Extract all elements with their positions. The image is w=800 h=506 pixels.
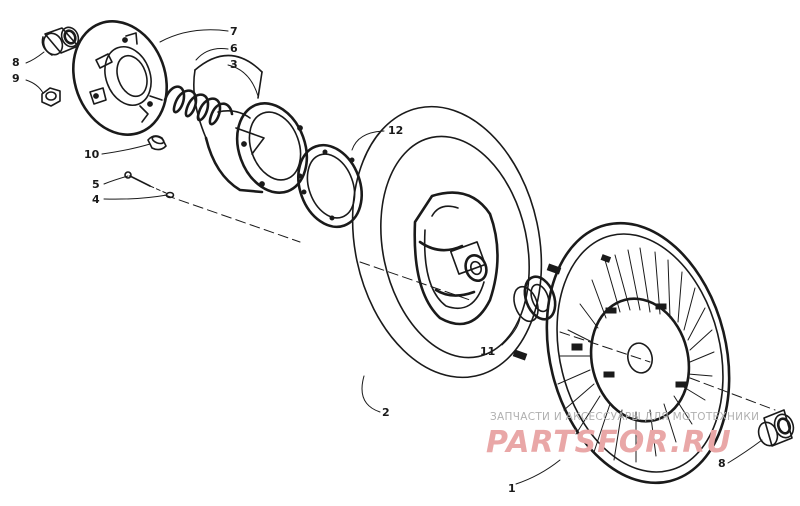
callout-8-top: 8 [12,56,20,69]
callout-8-bottom: 8 [718,457,726,470]
callout-5: 5 [92,178,100,191]
callout-12: 12 [388,124,403,137]
watermark-tagline: ЗАПЧАСТИ И АКСЕССУАРЫ ДЛЯ МОТОТЕХНИКИ [490,411,759,423]
callout-2: 2 [382,406,390,419]
callout-10: 10 [84,148,100,161]
movable-sheave-finned [512,221,731,485]
stationary-sheave [351,105,543,379]
spring [149,85,234,126]
nut [41,87,61,107]
bushing-bottom [757,409,795,447]
leader-lines [25,29,763,485]
callout-6: 6 [230,42,238,55]
helix-cam [193,54,309,194]
callout-3: 3 [230,58,238,71]
callout-9: 9 [12,72,20,85]
callout-7: 7 [230,25,238,38]
watermark-brand: PARTSFOR.RU [486,425,732,460]
screw [124,171,167,194]
cam-plate [71,20,169,136]
callout-4: 4 [92,193,100,206]
slider-button [147,135,167,151]
callout-1: 1 [508,482,516,495]
center-axis-line [164,194,776,411]
washer [165,191,175,199]
callout-11: 11 [480,345,495,358]
